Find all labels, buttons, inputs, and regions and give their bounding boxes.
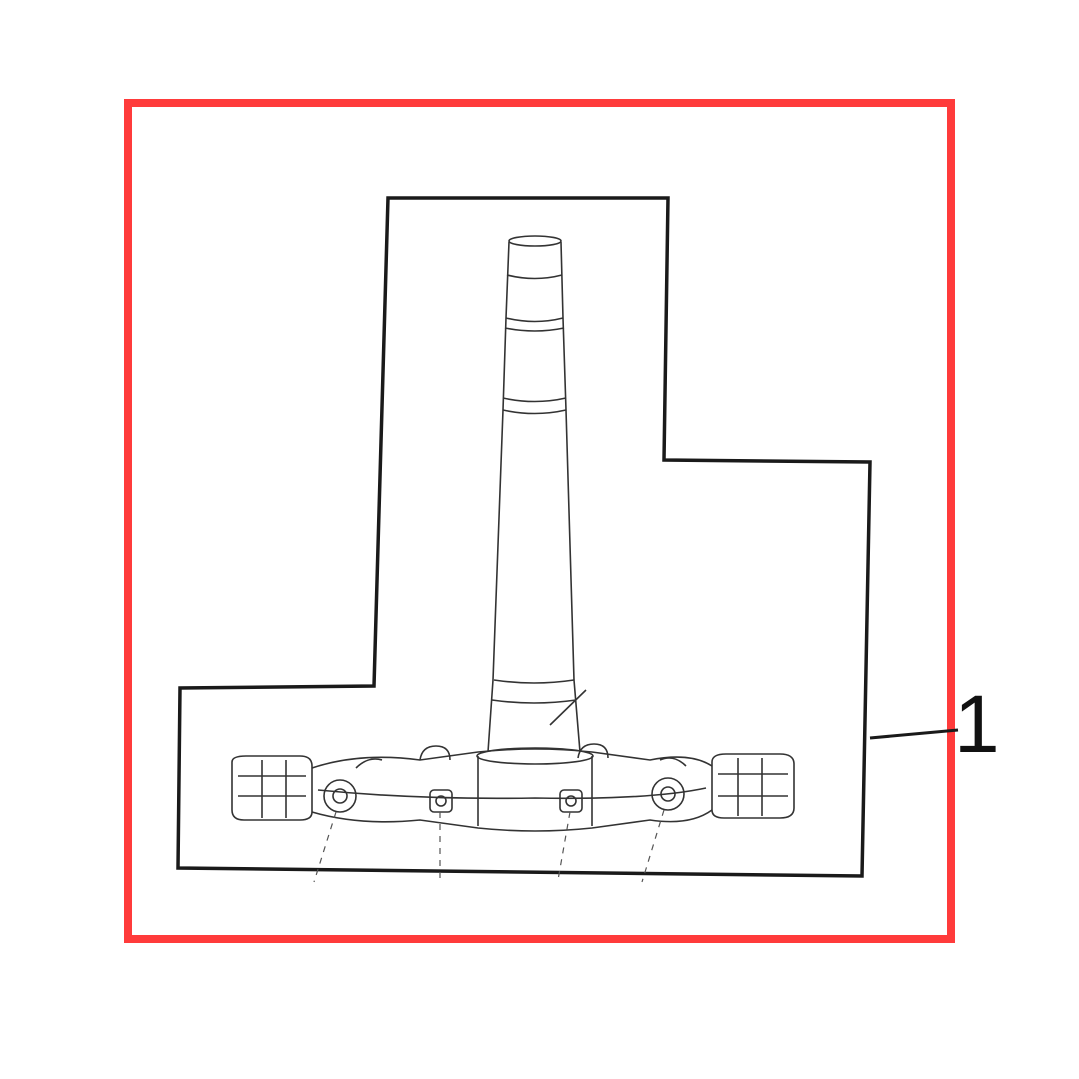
lower-bracket (231, 743, 795, 832)
bolt-left-inner (429, 789, 453, 813)
bolt-left-outer (323, 779, 357, 813)
callout-number: 1 (954, 679, 1000, 770)
highlight-frame (124, 99, 955, 943)
part-group-outline (176, 196, 872, 878)
bolt-right-outer (651, 777, 685, 811)
callout-leader-line (869, 728, 959, 740)
clamp-bolts (323, 777, 685, 813)
steering-stem (487, 235, 587, 753)
bolt-axis-lines (313, 809, 665, 883)
bolt-right-inner (559, 789, 583, 813)
